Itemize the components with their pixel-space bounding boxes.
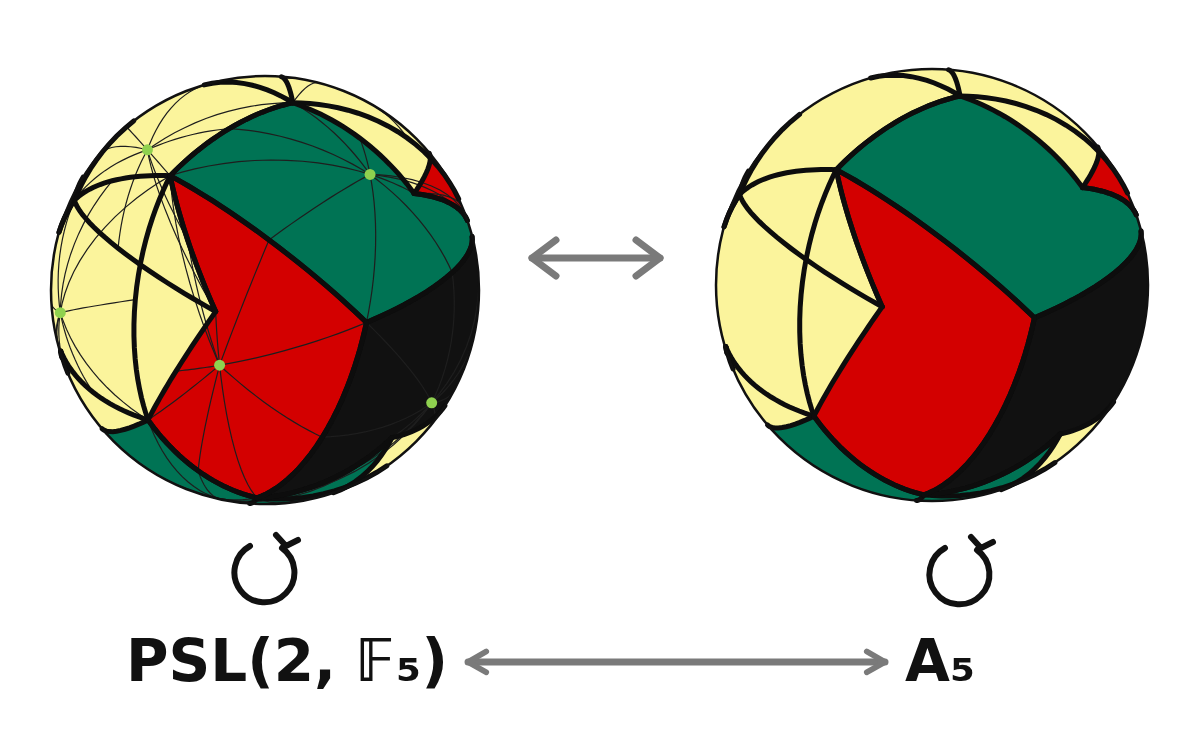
face-edge: [102, 420, 148, 432]
face-edge: [740, 169, 837, 194]
triangulation-line: [229, 129, 370, 175]
face-edge: [960, 96, 1082, 188]
face-edge: [257, 322, 366, 497]
triangulation-line: [170, 176, 219, 365]
face-edge: [814, 307, 882, 416]
triangulated-dodecahedron-sphere: [51, 76, 479, 504]
vertex-dot: [365, 169, 376, 180]
action-arrow: [234, 535, 298, 602]
circular-arrow: [234, 546, 294, 602]
triangulation-line: [220, 365, 257, 498]
triangulation-line: [220, 365, 323, 437]
face-edge: [1034, 231, 1141, 318]
vertex-dot: [214, 360, 225, 371]
arrow-head: [276, 535, 298, 546]
face-edge: [836, 96, 960, 170]
face-edge: [366, 237, 472, 323]
face-edge: [204, 82, 293, 103]
face-region: [148, 176, 366, 498]
face-edge: [293, 103, 459, 199]
circular-arrow: [929, 548, 989, 604]
face-edge: [960, 96, 1127, 193]
triangulation-line: [366, 174, 375, 322]
triangulation-line: [58, 200, 74, 312]
triangulation-line: [220, 240, 269, 365]
face-edge: [1083, 147, 1099, 188]
face-edge: [148, 312, 216, 420]
vertex-dot: [426, 397, 437, 408]
triangulation-line: [118, 150, 147, 248]
face-edge: [836, 170, 1034, 318]
face-edge: [814, 416, 924, 495]
face-edge: [74, 176, 170, 201]
face-edge: [1034, 231, 1141, 318]
face-region: [814, 170, 1034, 495]
triangulation-line: [60, 300, 135, 313]
face-edge: [170, 103, 293, 176]
face-edge: [768, 416, 814, 428]
face-edge: [170, 103, 293, 176]
sphere-outline: [51, 76, 479, 504]
triangulation-line: [148, 365, 220, 420]
triangulation-line: [198, 365, 219, 471]
face-edge: [924, 318, 1034, 495]
group-label: A₅: [899, 626, 981, 698]
sphere-outline: [716, 69, 1148, 501]
triangulation-line: [220, 322, 367, 365]
group-label: PSL(2, 𝔽₅): [120, 626, 454, 698]
arrow-head: [971, 537, 993, 548]
face-edge: [871, 75, 960, 96]
triangulation-line: [269, 174, 370, 240]
face-edge: [836, 96, 960, 170]
sphere-disc: [716, 69, 1148, 501]
face-edge: [740, 114, 800, 194]
face-edge: [924, 318, 1034, 495]
group-name: A₅: [905, 630, 975, 694]
face-edge: [74, 121, 133, 200]
face-edge: [1083, 188, 1137, 215]
dodecahedron-sphere: [716, 69, 1148, 501]
face-edge: [814, 416, 924, 495]
triangulation-line: [293, 83, 318, 103]
face-edge: [293, 103, 414, 194]
sphere-disc: [51, 76, 479, 504]
face-edge: [170, 176, 366, 323]
arrow-shaft: [532, 255, 660, 262]
triangulation-line: [102, 429, 218, 499]
triangulation-line: [176, 365, 220, 371]
double-arrow: [532, 240, 660, 276]
face-edge: [148, 420, 257, 498]
triangulation-line: [366, 322, 431, 402]
face-edge: [134, 176, 170, 420]
face-edge: [836, 170, 1034, 318]
face-edge: [148, 420, 257, 498]
face-edge: [170, 176, 366, 323]
group-name: PSL(2, 𝔽₅): [126, 630, 448, 694]
face-edge: [257, 322, 366, 497]
face-edge: [1060, 402, 1113, 434]
face-edge: [392, 406, 445, 438]
triangulation-line: [432, 272, 455, 402]
face-edge: [414, 153, 430, 193]
vertex-dot: [55, 307, 66, 318]
face-edge: [366, 237, 472, 323]
face-edge: [800, 170, 837, 416]
vertex-dot: [142, 144, 153, 155]
triangulation-line: [170, 160, 370, 176]
double-arrow: [468, 658, 885, 665]
arrow-head: [532, 240, 556, 276]
arrow-head: [636, 240, 660, 276]
triangulation-line: [60, 181, 112, 313]
action-arrow: [929, 537, 993, 604]
